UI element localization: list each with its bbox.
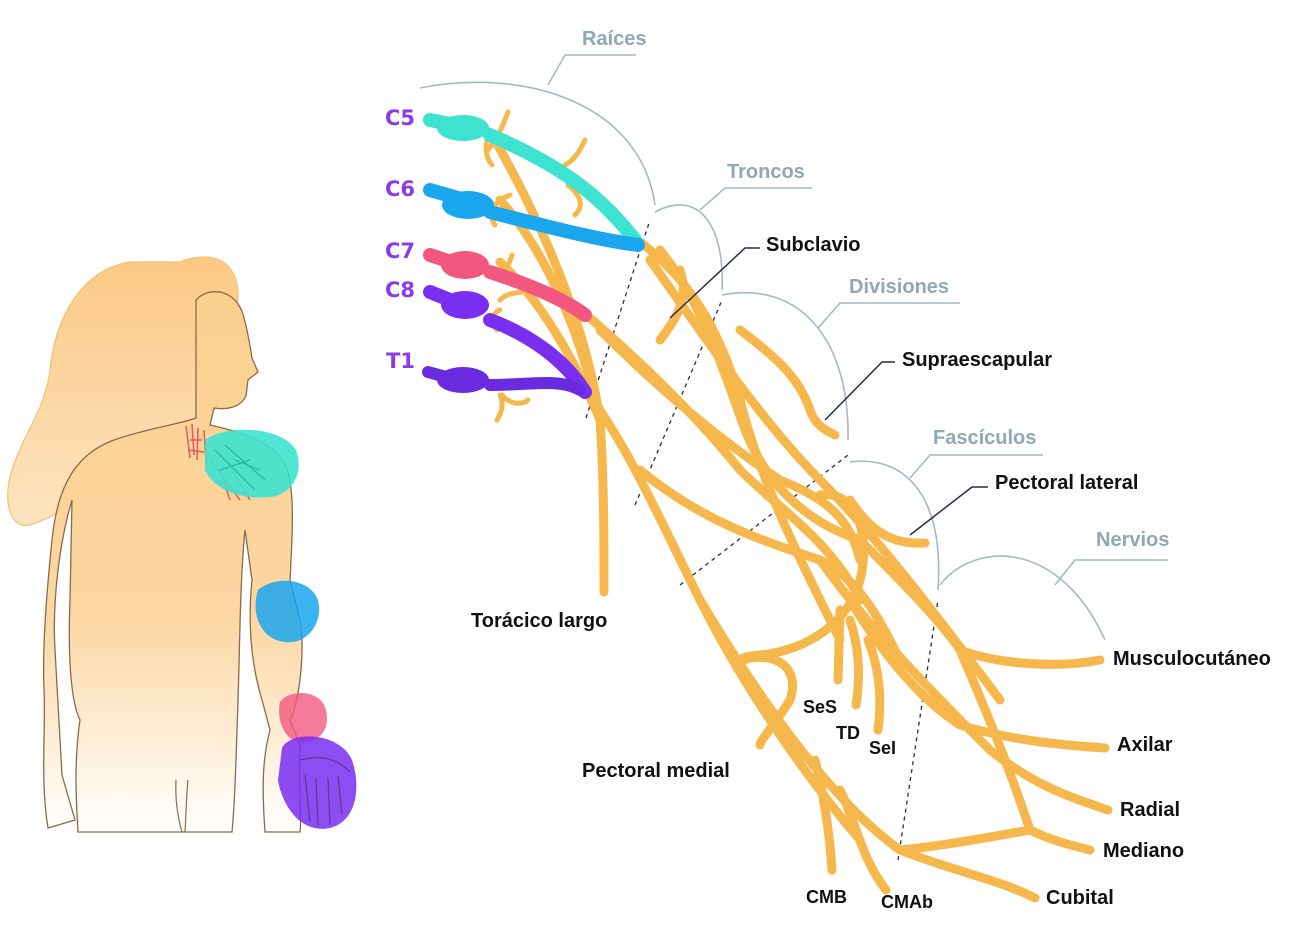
label-pectoral-lateral: Pectoral lateral — [995, 472, 1138, 494]
leader-lines — [669, 247, 988, 536]
section-label-trunks: Troncos — [727, 161, 805, 183]
dermatome-c5-nerves — [214, 444, 266, 491]
root-label-c8: C8 — [385, 278, 415, 302]
label-sei: SeI — [869, 738, 896, 758]
root-c5-ganglion — [437, 115, 489, 141]
label-mediano: Mediano — [1103, 840, 1184, 862]
root-label-c5: C5 — [385, 106, 415, 130]
hand-outline — [299, 757, 351, 827]
navel — [175, 779, 189, 833]
dermatome-c8-hand — [278, 736, 357, 829]
root-c7-ganglion — [441, 251, 489, 279]
root-label-c6: C6 — [385, 177, 415, 201]
root-label-c7: C7 — [385, 239, 415, 263]
label-supraescapular: Supraescapular — [902, 349, 1052, 371]
root-c6-ganglion — [442, 191, 494, 219]
root-c8-ganglion — [441, 291, 489, 319]
section-brackets — [419, 54, 1168, 641]
dermatome-c7 — [279, 692, 328, 743]
dermatome-c6 — [255, 580, 320, 643]
label-td: TD — [836, 723, 860, 743]
label-subclavio: Subclavio — [766, 234, 860, 256]
section-label-cords: Fascículos — [933, 427, 1036, 449]
section-label-roots: Raíces — [582, 28, 647, 50]
label-cmb: CMB — [806, 887, 847, 907]
label-axilar: Axilar — [1117, 734, 1173, 756]
root-t1-ganglion — [437, 367, 489, 393]
label-toracico-largo: Torácico largo — [471, 610, 607, 632]
label-ses: SeS — [803, 697, 837, 717]
roots — [422, 113, 645, 399]
section-label-nerves: Nervios — [1096, 529, 1169, 551]
label-musculocutaneo: Musculocutáneo — [1113, 648, 1271, 670]
label-radial: Radial — [1120, 799, 1180, 821]
label-cmab: CMAb — [881, 892, 933, 912]
label-pectoral-medial: Pectoral medial — [582, 760, 730, 782]
root-label-t1: T1 — [386, 349, 415, 373]
dermatome-c5 — [205, 429, 299, 498]
human-figure — [7, 256, 357, 833]
label-cubital: Cubital — [1046, 887, 1114, 909]
section-label-divisions: Divisiones — [849, 276, 949, 298]
nerve-bundle — [483, 109, 1113, 903]
